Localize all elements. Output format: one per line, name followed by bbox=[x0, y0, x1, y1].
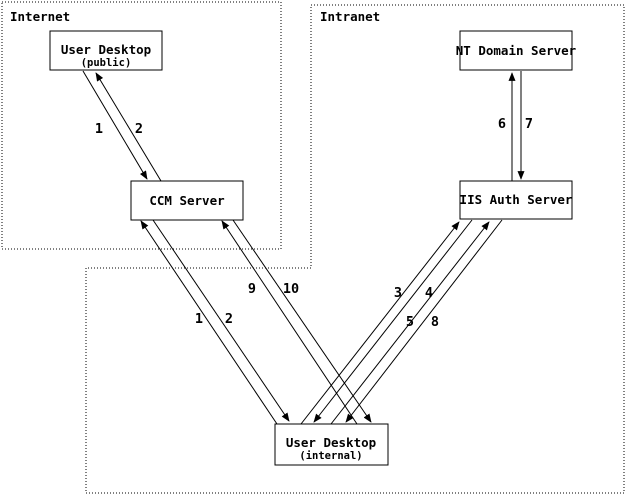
internet-zone-label: Internet bbox=[10, 9, 70, 24]
node-layer bbox=[49, 30, 573, 466]
edge-step-3-internal-desktop-to-iis bbox=[300, 221, 460, 425]
edge-label-step-4-iis-to-internal-desktop: 4 bbox=[425, 285, 433, 301]
edge-label-step-1-public-desktop-to-ccm: 1 bbox=[95, 121, 103, 137]
edge-step-2-ccm-to-public-desktop bbox=[95, 72, 162, 182]
edge-label-step-2-ccm-to-internal-desktop: 2 bbox=[225, 311, 233, 327]
edge-step-10-ccm-to-internal-desktop bbox=[232, 219, 372, 423]
node-label-user-desktop-internal: User Desktop bbox=[286, 435, 376, 450]
edge-label-step-7-nt-domain-to-iis: 7 bbox=[525, 116, 533, 132]
edge-label-step-3-internal-desktop-to-iis: 3 bbox=[394, 285, 402, 301]
node-ccm-server bbox=[130, 180, 244, 221]
node-label-user-desktop-public: User Desktop bbox=[61, 42, 151, 57]
edge-step-9-internal-desktop-to-ccm bbox=[221, 220, 358, 425]
edge-label-step-10-ccm-to-internal-desktop: 10 bbox=[283, 281, 299, 297]
edge-step-8-iis-to-internal-desktop bbox=[345, 219, 503, 423]
node-user-desktop-public bbox=[49, 30, 163, 71]
edge-step-1-public-desktop-to-ccm bbox=[82, 70, 148, 180]
edge-step-2-ccm-to-internal-desktop bbox=[152, 219, 290, 422]
intranet-zone-border bbox=[85, 4, 625, 494]
edge-label-step-2-ccm-to-public-desktop: 2 bbox=[135, 121, 143, 137]
edge-label-step-5-internal-desktop-to-iis: 5 bbox=[406, 314, 414, 330]
edge-label-step-9-internal-desktop-to-ccm: 9 bbox=[248, 281, 256, 297]
node-label-iis-auth-server: IIS Auth Server bbox=[460, 192, 573, 207]
node-sublabel-user-desktop-public: (public) bbox=[81, 57, 132, 69]
edge-label-step-1-internal-desktop-to-ccm: 1 bbox=[195, 311, 203, 327]
node-iis-auth-server bbox=[459, 180, 573, 220]
node-sublabel-user-desktop-internal: (internal) bbox=[299, 450, 362, 462]
intranet-zone-label: Intranet bbox=[320, 9, 380, 24]
node-label-nt-domain-server: NT Domain Server bbox=[456, 43, 577, 58]
internet-zone-border bbox=[1, 1, 282, 250]
node-nt-domain-server bbox=[459, 30, 573, 71]
edge-step-4-iis-to-internal-desktop bbox=[313, 219, 473, 423]
node-label-ccm-server: CCM Server bbox=[149, 193, 225, 208]
edge-layer bbox=[82, 70, 525, 425]
edge-label-step-8-iis-to-internal-desktop: 8 bbox=[431, 314, 439, 330]
edge-step-5-internal-desktop-to-iis bbox=[330, 221, 490, 425]
edge-label-step-6-iis-to-nt-domain: 6 bbox=[498, 116, 506, 132]
edge-step-1-internal-desktop-to-ccm bbox=[140, 220, 278, 425]
